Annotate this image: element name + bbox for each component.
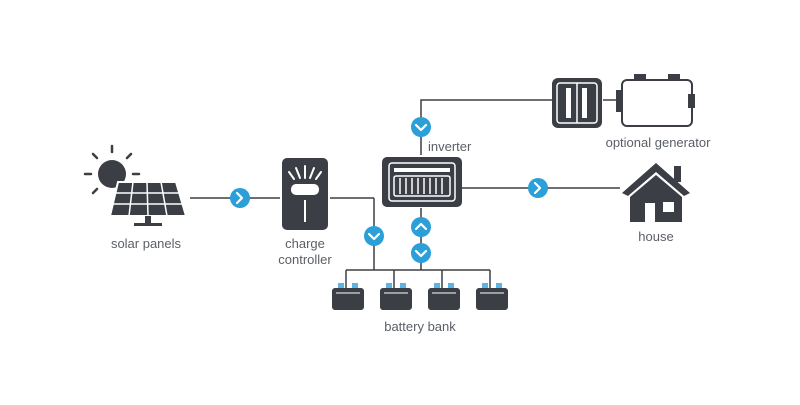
battery-icon — [476, 283, 508, 310]
arrow-down-icon — [411, 243, 431, 263]
arrow-up-icon — [411, 217, 431, 237]
label-house: house — [638, 229, 673, 244]
label-optional-generator: optional generator — [606, 135, 711, 150]
label-charge-controller-line2: controller — [278, 252, 332, 267]
arrow-right-icon — [528, 178, 548, 198]
house-icon — [622, 163, 690, 222]
battery-bank-icons — [332, 283, 508, 310]
label-battery-bank: battery bank — [384, 319, 456, 334]
arrow-down-icon — [364, 226, 384, 246]
arrow-down-icon — [411, 117, 431, 137]
label-charge-controller-line1: charge — [285, 236, 325, 251]
arrow-right-icon — [230, 188, 250, 208]
battery-icon — [380, 283, 412, 310]
inverter-icon — [382, 157, 462, 207]
label-inverter: inverter — [428, 139, 472, 154]
generator-icon — [552, 74, 695, 128]
diagram-labels: solar panels charge controller inverter … — [111, 135, 711, 334]
solar-panel-icon — [83, 144, 188, 226]
battery-icon — [332, 283, 364, 310]
charge-controller-icon — [282, 158, 328, 230]
label-solar-panels: solar panels — [111, 236, 182, 251]
flow-arrows — [230, 117, 548, 263]
battery-icon — [428, 283, 460, 310]
